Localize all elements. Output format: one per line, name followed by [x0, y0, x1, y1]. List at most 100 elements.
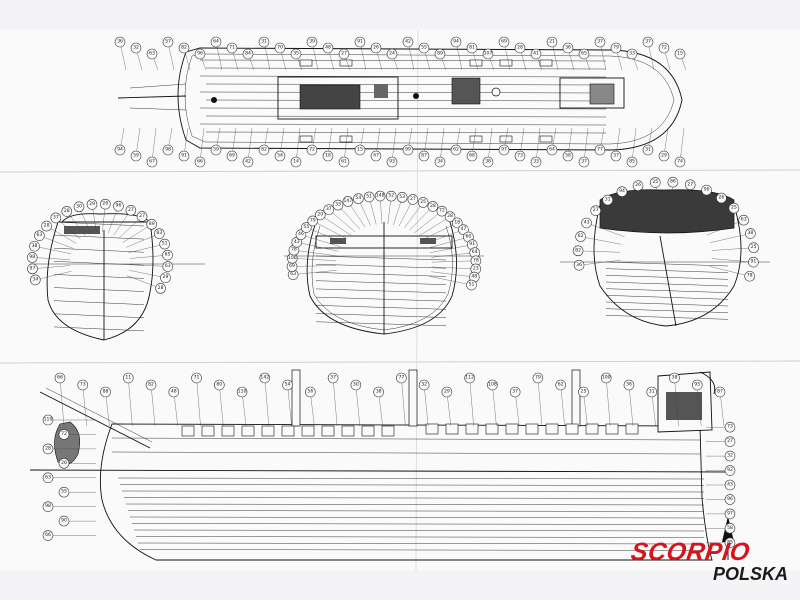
side-elevation-callout-number: 72	[61, 431, 67, 437]
deck-plan-callout-bubble	[626, 48, 638, 60]
stern-section-callout-number: 86	[670, 179, 676, 185]
deck-plan-callout-number: 79	[613, 45, 619, 51]
side-elevation-callout-bubble	[532, 372, 544, 384]
side-elevation-callout-bubble	[236, 386, 248, 398]
stern-section-callout-bubble	[616, 186, 628, 197]
deck-plan-callout-bubble	[466, 42, 478, 54]
deck-plan-callout-bubble	[450, 144, 462, 156]
side-elevation-callout-number: 43	[727, 482, 733, 488]
bow-section-callout-number: 29	[89, 201, 95, 207]
midship-section-callout-number: 18	[454, 219, 460, 225]
side-elevation-callout-bubble	[509, 386, 521, 398]
deck-plan-callout-bubble	[306, 144, 318, 156]
deck-plan-callout-bubble	[338, 48, 350, 60]
side-elevation-callout-number: 62	[558, 382, 564, 388]
bow-section-callout-bubble	[162, 249, 173, 261]
side-elevation-callout-bubble	[555, 379, 566, 391]
side-elevation-callout-number: 77	[398, 375, 404, 381]
stern-section-callout-number: 63	[741, 217, 747, 223]
bow-section-callout-bubble	[34, 230, 45, 241]
side-elevation-callout-number: 142	[260, 375, 269, 381]
side-elevation-callout-bubble	[122, 372, 134, 384]
side-elevation-callout-number: 100	[602, 375, 611, 381]
deck-plan-callout-bubble	[226, 42, 238, 54]
deck-plan-callout-number: 14	[293, 159, 299, 165]
side-elevation-callout-number: 66	[45, 532, 51, 538]
side-elevation-callout-bubble	[724, 465, 736, 476]
deck-plan-callout-number: 72	[309, 147, 315, 153]
stern-section-callout-number: 31	[605, 197, 611, 203]
deck-plan-callout-bubble	[482, 48, 494, 60]
side-elevation-callout-number: 82	[148, 382, 154, 388]
bow-section-callout-number: 63	[165, 263, 171, 269]
bow-section-callout-number: 65	[165, 252, 171, 258]
side-elevation-callout-bubble	[42, 501, 54, 512]
midship-section-callout-number: 47	[461, 226, 467, 232]
midship-section-callout-bubble	[363, 191, 375, 203]
deck-plan-callout-bubble	[466, 150, 478, 162]
midship-section-callout-bubble	[458, 224, 469, 235]
brand-name: SCORPIO	[629, 538, 753, 566]
midship-section-callout-number: 53	[399, 194, 405, 200]
deck-plan-callout-bubble	[210, 144, 222, 156]
stern-section-callout-number: 91	[751, 259, 757, 265]
stern-section-callout-number: 27	[687, 181, 693, 187]
bow-section-callout-bubble	[159, 238, 170, 250]
bow-section-callout-bubble	[125, 205, 137, 216]
stern-section-callout-bubble	[602, 194, 613, 206]
side-elevation-callout-bubble	[487, 379, 498, 391]
bow-section-callout-bubble	[61, 206, 73, 217]
side-elevation-view	[29, 369, 734, 561]
midship-section-callout-number: 91	[469, 241, 475, 247]
deck-plan-callout-number: 33	[533, 159, 539, 165]
deck-plan-callout-number: 107	[484, 51, 493, 57]
stern-section-callout-number: 26	[635, 182, 641, 188]
bow-section-callout-bubble	[27, 263, 38, 275]
deck-plan-callout-number: 39	[309, 39, 315, 45]
stern-section-callout-bubble	[745, 228, 756, 239]
deck-plan-callout-number: 73	[517, 153, 523, 159]
midship-section-callout-bubble	[315, 209, 326, 221]
side-elevation-callout-number: 38	[376, 389, 382, 395]
deck-plan-callout-bubble	[130, 42, 142, 54]
stern-section-callout-bubble	[738, 214, 749, 226]
bow-section-callout-bubble	[154, 228, 165, 239]
midship-section-callout-number: 51	[366, 193, 372, 199]
side-elevation-callout-bubble	[418, 379, 430, 391]
side-elevation-callout-number: 97	[727, 510, 733, 516]
deck-plan-callout-number: 24	[389, 51, 395, 57]
side-elevation-callout-bubble	[724, 494, 736, 505]
side-elevation-callout-number: 37	[512, 389, 518, 395]
side-elevation-callout-number: 31	[649, 389, 655, 395]
midship-section-callout-number: 51	[469, 282, 475, 288]
deck-plan-callout-bubble	[370, 42, 382, 54]
side-elevation-callout-bubble	[600, 372, 612, 384]
deck-plan-callout-number: 15	[357, 147, 363, 153]
midship-section-callout-number: 79	[310, 217, 316, 223]
stern-section-callout-number: 78	[747, 273, 753, 279]
deck-plan-callout-bubble	[594, 36, 606, 48]
bow-section-callout-bubble	[155, 283, 166, 294]
side-elevation-callout-bubble	[42, 414, 54, 426]
bow-section-callout-number: 63	[36, 232, 42, 238]
side-elevation-callout-bubble	[58, 429, 70, 440]
side-elevation-callout-number: 30	[353, 382, 359, 388]
paper	[0, 30, 800, 570]
side-elevation-callout-number: 90	[61, 518, 67, 524]
midship-section-callout-number: 147	[344, 198, 353, 204]
bow-section-callout-bubble	[50, 212, 62, 224]
deck-plan-callout-bubble	[386, 48, 398, 60]
deck-plan-callout-number: 47	[373, 153, 379, 159]
midship-section-callout-bubble	[295, 229, 307, 241]
deck-plan-callout-bubble	[274, 150, 286, 162]
deck-plan-callout-number: 21	[549, 39, 555, 45]
deck-plan-callout-number: 67	[149, 159, 155, 165]
stern-section-callout-number: 38	[747, 230, 753, 236]
side-elevation-callout-bubble	[305, 386, 316, 398]
side-elevation-callout-number: 108	[488, 382, 497, 388]
side-elevation-callout-number: 92	[727, 467, 733, 473]
midship-section-callout-number: 46	[298, 231, 304, 237]
side-elevation-callout-bubble	[441, 386, 453, 398]
midship-section-callout-number: 60	[466, 233, 472, 239]
midship-section-callout-bubble	[451, 217, 463, 229]
